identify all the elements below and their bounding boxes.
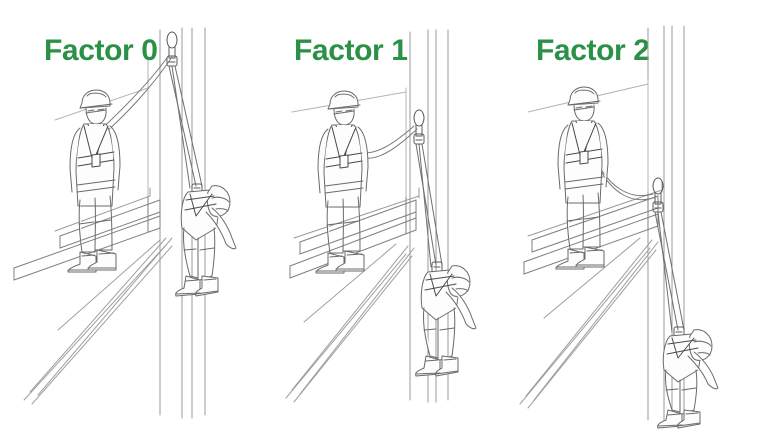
fallen-worker-head [688, 329, 713, 361]
harness-straps [77, 123, 115, 168]
panel-factor-2: Factor 2 [512, 0, 768, 432]
diagonal-braces [519, 237, 659, 409]
standing-worker [555, 86, 609, 270]
fallen-worker [657, 329, 719, 429]
diagonal-braces [285, 243, 415, 403]
harness-straps [424, 273, 457, 297]
work-boots [657, 409, 701, 429]
beam-top-edge [54, 187, 151, 232]
scene-factor-2 [512, 0, 768, 432]
harness-straps [325, 124, 363, 169]
fallen-worker-head [206, 185, 231, 217]
hard-hat-icon [567, 86, 601, 106]
anchor-connector-foot [652, 177, 664, 213]
work-boots [67, 249, 117, 273]
work-boots [555, 246, 605, 270]
anchor-connector-waist [413, 109, 425, 145]
panel-factor-1: Factor 1 [256, 0, 512, 432]
safety-glasses-icon [85, 109, 107, 114]
standing-worker [315, 90, 369, 274]
panel-label-factor-2: Factor 2 [536, 34, 650, 67]
hard-hat-icon [79, 89, 113, 109]
standing-worker [67, 89, 121, 273]
safety-glasses-icon [573, 106, 595, 111]
work-boots [315, 250, 365, 274]
diagonal-braces [23, 237, 173, 405]
lanyard-fallen-worker [654, 211, 685, 333]
safety-glasses-icon [333, 110, 355, 115]
fallen-worker [175, 185, 237, 297]
work-boots [415, 355, 459, 377]
lanyard-fallen-worker [415, 143, 443, 268]
panel-label-factor-1: Factor 1 [294, 34, 408, 67]
harness-straps [565, 120, 603, 165]
harness-straps [184, 193, 217, 217]
fallen-worker-head [446, 265, 471, 297]
harness-straps [666, 337, 699, 359]
scene-factor-1 [256, 0, 512, 432]
lanyard-fallen-worker [168, 65, 203, 189]
work-boots [175, 275, 219, 297]
scene-factor-0 [0, 0, 256, 432]
hard-hat-icon [327, 90, 361, 110]
main-beam [13, 195, 161, 281]
anchor-connector-overhead [166, 31, 178, 67]
panel-factor-0: Factor 0 [0, 0, 256, 432]
panel-label-factor-0: Factor 0 [44, 34, 158, 67]
beam-top-edge [293, 187, 420, 239]
fallen-worker [415, 265, 477, 377]
